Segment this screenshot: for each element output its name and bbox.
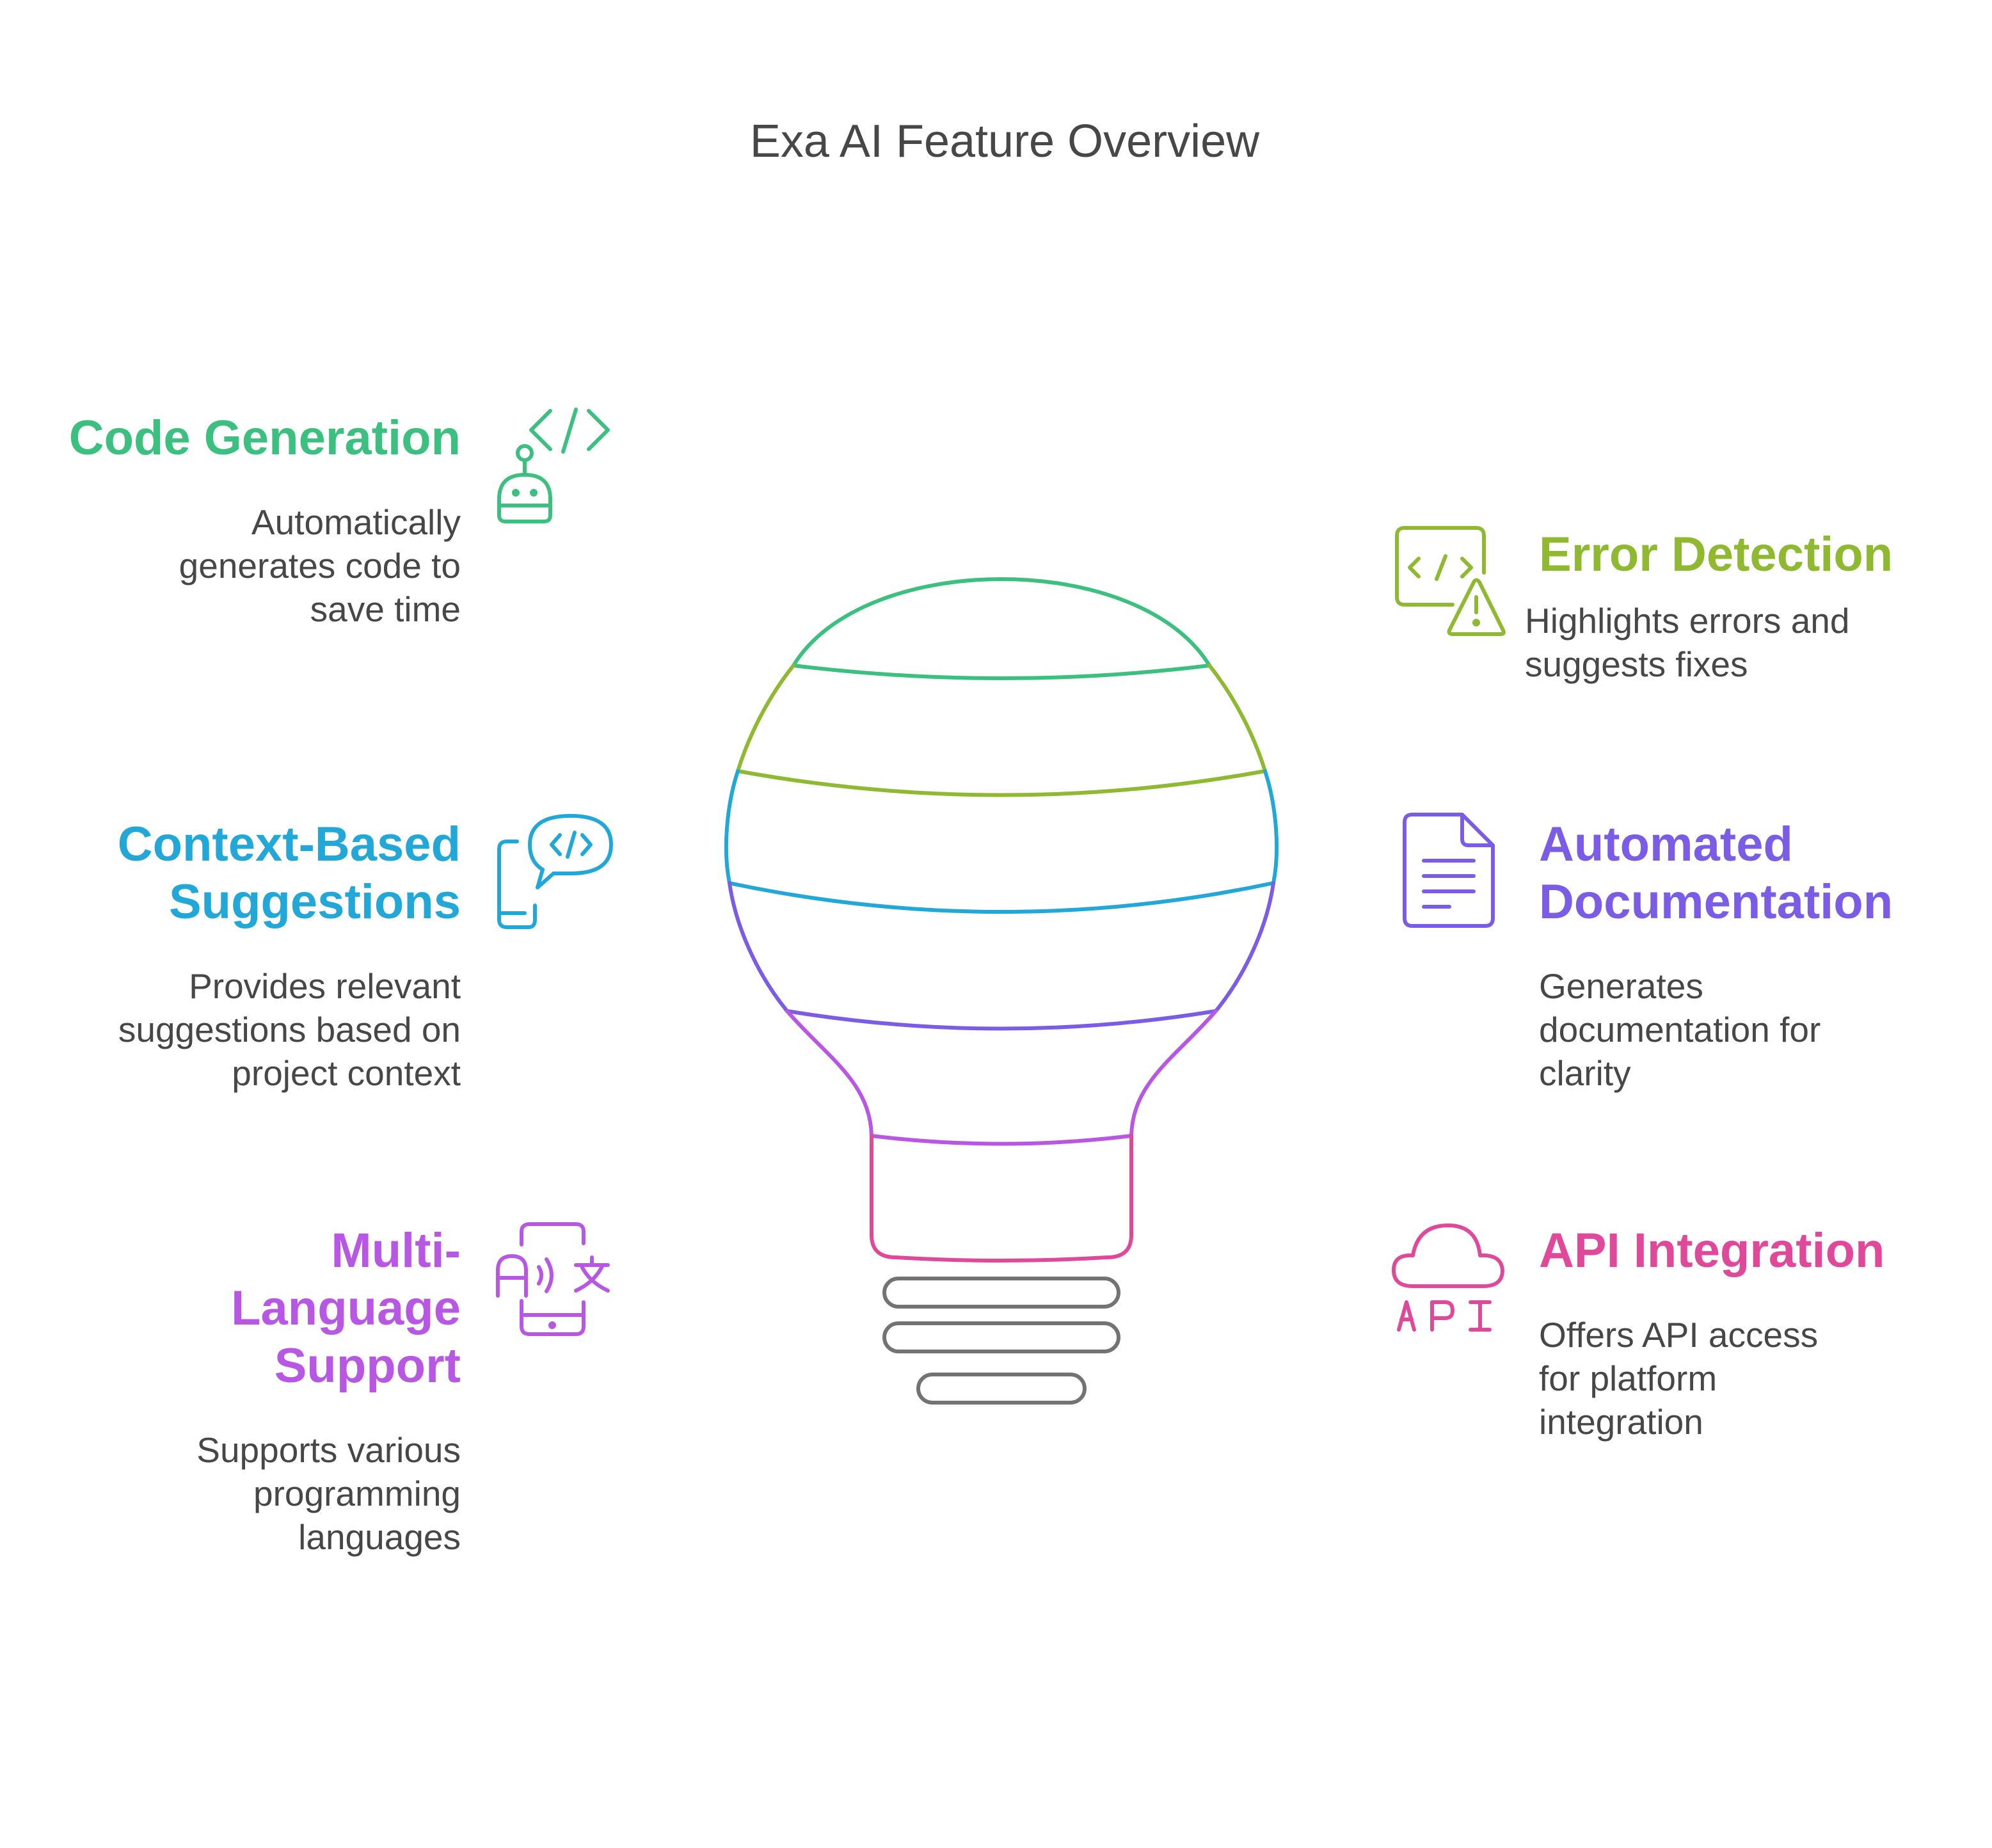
phone-translate-icon: [496, 1222, 610, 1336]
code-warning-icon: [1395, 526, 1506, 636]
feature-description: Offers API access for platform integrati…: [1539, 1315, 1819, 1442]
feature-title: API Integration: [1539, 1223, 1885, 1278]
feature-title: Context-Based Suggestions: [117, 817, 461, 929]
bulb-segment-4-left: [728, 881, 789, 1013]
feature-title: Multi-Language Support: [231, 1223, 461, 1393]
bulb-neck-left: [785, 1009, 873, 1138]
feature-description: Highlights errors and suggests fixes: [1525, 601, 1850, 684]
feature-multi-language: Multi-Language Support Supports various …: [0, 1222, 461, 1559]
bulb-segment-2-right: [1207, 664, 1267, 773]
bulb-thread-1: [882, 1277, 1120, 1309]
feature-description: Provides relevant suggestions based on p…: [118, 966, 461, 1093]
bulb-base: [870, 1134, 1133, 1263]
feature-error-detection: Error Detection Highlights errors and su…: [1525, 526, 1992, 686]
bulb-band-5: [870, 1134, 1133, 1146]
feature-documentation: Automated Documentation Generates docume…: [1539, 816, 1992, 1095]
feature-api-integration: API Integration Offers API access for pl…: [1539, 1222, 1992, 1444]
bulb-thread-2: [882, 1321, 1120, 1353]
feature-title: Code Generation: [68, 411, 461, 465]
feature-description: Automatically generates code to save tim…: [179, 502, 461, 629]
bulb-band-1: [792, 664, 1211, 680]
feature-title: Automated Documentation: [1539, 817, 1893, 929]
feature-code-generation: Code Generation Automatically generates …: [0, 410, 461, 631]
bulb-segment-3-left: [724, 769, 740, 885]
bulb-segment-4-right: [1214, 881, 1275, 1013]
bulb-band-3: [728, 881, 1275, 914]
robot-code-icon: [497, 408, 610, 523]
document-icon: [1403, 813, 1495, 928]
bulb-thread-3: [916, 1373, 1087, 1405]
bulb-band-2: [736, 769, 1267, 797]
feature-description: Supports various programming languages: [196, 1430, 461, 1557]
cloud-api-icon: [1392, 1223, 1504, 1332]
bulb-segment-2-left: [736, 664, 795, 773]
feature-description: Generates documentation for clarity: [1539, 966, 1821, 1093]
feature-context-suggestions: Context-Based Suggestions Provides relev…: [0, 816, 461, 1095]
bulb-neck-right: [1129, 1009, 1218, 1138]
bulb-band-4: [785, 1009, 1218, 1031]
feature-title: Error Detection: [1539, 527, 1893, 582]
bulb-segment-3-right: [1263, 769, 1279, 885]
page-title: Exa AI Feature Overview: [749, 116, 1260, 167]
bulb-segment-1: [792, 577, 1211, 667]
phone-chat-code-icon: [497, 814, 613, 929]
